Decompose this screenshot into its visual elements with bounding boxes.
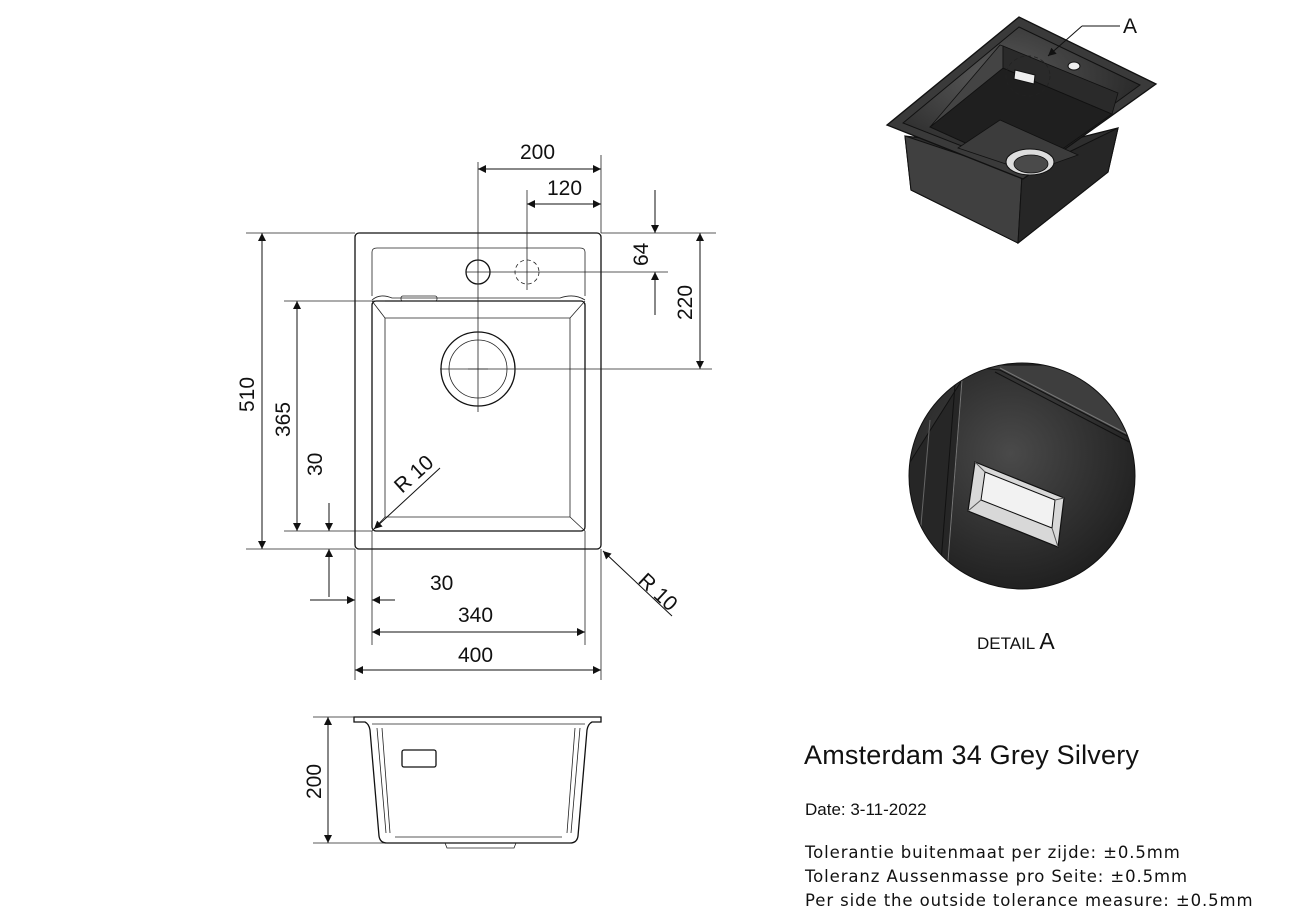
overflow-slot-side (401, 749, 437, 768)
overflow-slot (400, 295, 438, 302)
tolerance-nl: Tolerantie buitenmaat per zijde: ±0.5mm (805, 843, 1181, 862)
tolerance-de: Toleranz Aussenmasse pro Seite: ±0.5mm (805, 867, 1188, 886)
dim-label: 220 (674, 285, 697, 320)
dim-220: 220 (674, 233, 704, 369)
product-title: Amsterdam 34 Grey Silvery (804, 740, 1140, 770)
dim-30-vertical: 30 (304, 453, 333, 597)
shelf-outline (371, 247, 586, 296)
side-view (353, 716, 602, 849)
detail-label-letter: A (1039, 628, 1055, 654)
drawing-date: Date: 3-11-2022 (805, 800, 927, 819)
dim-200-depth: 200 (303, 716, 387, 844)
top-view (354, 162, 712, 550)
dim-label: R 10 (634, 569, 682, 616)
dim-label: R 10 (390, 451, 438, 498)
dim-340: 340 (372, 604, 585, 636)
detail-label: DETAIL A (977, 628, 1055, 655)
dim-400: 400 (355, 644, 601, 674)
dim-label: 120 (547, 177, 582, 200)
dim-label: 200 (303, 764, 326, 799)
dim-510: 510 (236, 232, 355, 550)
dim-200-top: 200 (478, 141, 602, 233)
dim-label: 400 (458, 644, 493, 667)
dim-label: 365 (272, 402, 295, 437)
dim-30-horizontal: 30 (310, 531, 602, 680)
dim-label: 200 (520, 141, 555, 164)
bowl-outline (371, 300, 586, 532)
dim-label: 30 (430, 572, 453, 595)
dim-64: 64 (540, 190, 716, 315)
detail-callout-letter: A (1123, 15, 1137, 38)
dim-label: 510 (236, 377, 259, 412)
dim-r10-outer: R 10 (602, 550, 682, 617)
dim-120: 120 (527, 177, 601, 208)
dim-label: 64 (630, 242, 653, 266)
dim-label: 340 (458, 604, 493, 627)
dim-label: 30 (304, 453, 327, 476)
detail-label-prefix: DETAIL (977, 634, 1035, 653)
tolerance-en: Per side the outside tolerance measure: … (805, 891, 1254, 910)
isometric-sink-render: A (885, 15, 1158, 245)
dim-365: 365 (272, 300, 385, 532)
detail-a-view (908, 362, 1136, 590)
